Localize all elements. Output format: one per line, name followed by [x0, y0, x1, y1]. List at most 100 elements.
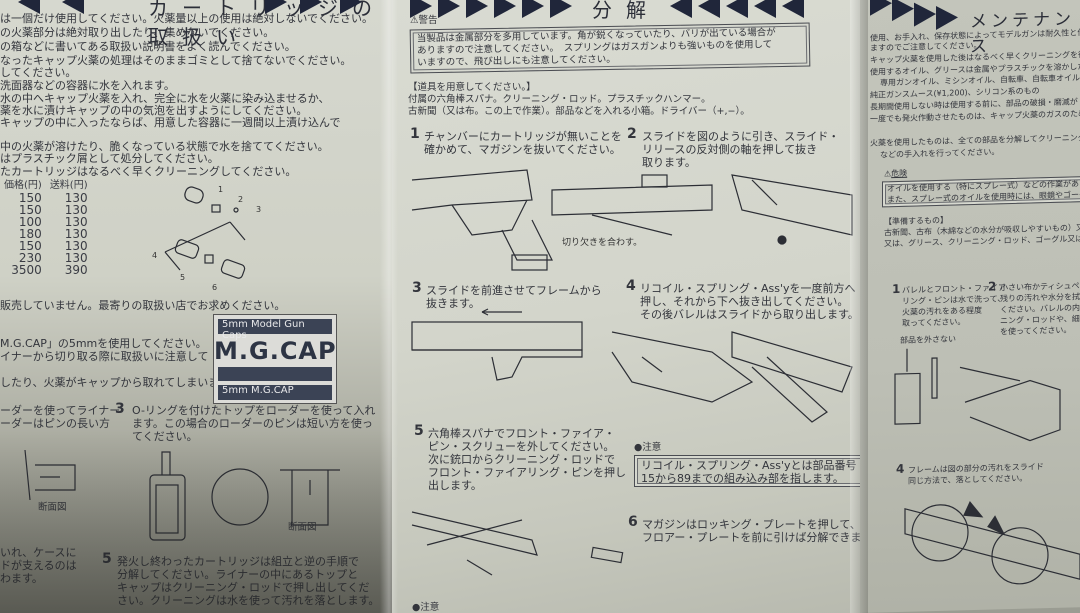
header-triangle-icon — [670, 0, 692, 18]
step-number: 3 — [115, 401, 125, 417]
cross-section-label: 断面図 — [38, 502, 67, 513]
header-triangle-icon — [300, 0, 322, 14]
tools-line: 付属の六角棒スパナ。クリーニング・ロッド。プラスチックハンマー。 — [408, 94, 711, 105]
maint-step2-line: ニング・ロッドや、細い — [1000, 314, 1080, 326]
cap-note: イナーから切り取る際に取扱いに注意して — [0, 350, 209, 363]
step1-line: 確かめて、マガジンを抜いてください。 — [424, 143, 621, 156]
header-triangle-icon — [438, 0, 460, 18]
price-cell: 180 — [18, 227, 42, 241]
maint-step2-line: 残りの汚れや水分を拭 — [1000, 292, 1080, 304]
step2-line: ーダーを使ってライナー — [0, 404, 121, 417]
shipping-cell: 130 — [64, 215, 88, 229]
step3-line: 抜きます。 — [426, 297, 480, 310]
step5-line: キャップはクリーニング・ロッドで押し出してくだ — [117, 581, 370, 594]
rule-line: 洗面器などの容器に水を入れます。 — [0, 79, 175, 92]
cartridge-parts-diagram: 1 2 3 4 5 6 — [152, 185, 261, 292]
step5-line: さい。クリーニングは水を使って汚れを落とします。 — [117, 594, 380, 607]
cap-note: したり、火薬がキャップから取れてしまいます。 — [0, 376, 241, 389]
rule-line: 中の火薬が溶けたり、脆くなっている状態で水を捨ててください。 — [0, 140, 329, 153]
price-cell: 150 — [18, 239, 42, 253]
step-number: 1 — [892, 281, 901, 297]
step5-line: 分解してください。ライナーの中にあるトップと — [117, 568, 359, 581]
tools-line: 古新聞（又は布。この上で作業）。部品などを入れる小箱。ドライバー（+,−）。 — [408, 106, 750, 117]
header-triangle-icon — [936, 5, 958, 31]
step-number: 4 — [626, 278, 636, 294]
step6-line: フロアー・プレートを前に引けば分解できます。 — [642, 531, 862, 544]
header-triangle-icon — [754, 0, 776, 18]
manual-page-maintenance: メンテナンス 使用、お手入れ、保存状態によってモデルガンは耐久性と作動性が ます… — [860, 0, 1080, 613]
package-bottom-band: 5mm M.G.CAP — [218, 385, 332, 400]
header-triangle-icon — [782, 0, 804, 18]
shipping-cell: 130 — [64, 227, 88, 241]
shipping-cell: 390 — [64, 263, 88, 277]
maint-step2-line: を使ってください。 — [1000, 325, 1072, 337]
step4-line: ドが支えるのは — [0, 559, 77, 572]
step1-line: チャンバーにカートリッジが無いことを — [424, 130, 622, 143]
header-triangle-icon — [870, 0, 892, 16]
package-top-band: 5mm Model Gun Caps — [218, 319, 332, 341]
header-triangle-icon — [892, 0, 914, 22]
svg-text:6: 6 — [212, 283, 217, 292]
header-triangle-icon — [265, 0, 287, 14]
table-row: 230 130 — [4, 252, 96, 264]
tools-heading: 【道具を用意してください。】 — [408, 82, 536, 93]
price-cell: 230 — [18, 251, 42, 265]
package-logo: M.G.CAP — [214, 337, 337, 365]
cross-section-label: 断面図 — [288, 522, 317, 533]
step-number: 5 — [102, 551, 112, 567]
svg-text:4: 4 — [152, 251, 157, 260]
price-cell: 150 — [18, 191, 42, 205]
svg-text:3: 3 — [256, 205, 261, 214]
warning-text: いますので、飛び出しにも注意してください。 — [417, 53, 616, 69]
maint-step2-line: ください。バレルの内 — [1000, 303, 1080, 315]
step4-line: その後バレルはスライドから取り出します。 — [640, 308, 859, 321]
rule-line: 水の中へキャップ火薬を入れ、完全に水を火薬に染み込ませるか、 — [0, 92, 330, 105]
rule-line: してください。 — [0, 66, 77, 79]
caution-box: リコイル・スプリング・Ass'yとは部品番号 15から89までの組み込み部を指し… — [634, 455, 862, 487]
header-triangle-icon — [550, 0, 572, 18]
price-table-header: 価格(円) 送料(円) — [4, 180, 96, 192]
step-number: 5 — [414, 423, 424, 439]
shipping-cell: 130 — [64, 203, 88, 217]
svg-text:1: 1 — [218, 185, 223, 194]
rule-line: はプラスチック屑として処分してください。 — [0, 152, 219, 165]
danger-box: オイルを使用する（特にスプレー式）などの作業がありま また、スプレー式のオイルを… — [882, 175, 1080, 208]
price-cell: 3500 — [11, 263, 42, 277]
step3-line: ます。この場合のローダーのピンは短い方を使っ — [132, 417, 373, 430]
rule-line: キャップの中に入ったならば、用意した容器に一週間以上漬け込んで — [0, 116, 341, 129]
warning-label-text: 警告 — [418, 15, 438, 26]
section-title: 分解 — [592, 0, 660, 22]
mgcap-package-image: 5mm Model Gun Caps M.G.CAP 5mm M.G.CAP — [213, 314, 337, 404]
maint-step2-line: 小さい布かティシュペーパー — [1000, 280, 1080, 293]
header-triangle-icon — [914, 2, 936, 27]
warning-label: ⚠警告 — [410, 15, 438, 27]
maint-step4-line: 同じ方法で、落としてください。 — [908, 473, 1028, 486]
maint-step1-line: リング・ピンは水で洗って、 — [902, 294, 1006, 306]
step5-line: フロント・ファイアリング・ピンを押し — [428, 466, 626, 479]
step-number: 2 — [627, 126, 637, 142]
caution-text: 15から89までの組み込み部を指します。 — [641, 472, 844, 485]
page-fold — [380, 0, 398, 613]
manual-page-cartridge-handling: カートリッジの取扱い は一個だけ使用してください。火薬量以上の使用は絶対しないで… — [0, 0, 392, 613]
svg-text:5: 5 — [180, 273, 185, 282]
caution-text: リコイル・スプリング・Ass'yとは部品番号 — [641, 459, 857, 472]
table-row: 180 130 — [4, 228, 96, 240]
step5-line: 次に銃口からクリーニング・ロッドで — [428, 453, 615, 466]
shipping-cell: 130 — [64, 251, 88, 265]
pistol-illustration-steps-1-2: 切り欠きを合わす。 — [411, 169, 853, 271]
rule-line: なったキャップ火薬の処理はそのままゴミとして捨てないでください。 — [0, 54, 352, 67]
caution-label: ●注意 — [634, 442, 662, 453]
step5-line: 発火し終わったカートリッジは組立と逆の手順で — [117, 555, 359, 568]
header-triangle-icon — [698, 0, 720, 18]
step4-line: いれ、ケースに — [0, 546, 77, 559]
step5-line: 六角棒スパナでフロント・ファイア・ — [428, 427, 615, 440]
notch-label: 切り欠きを合わす。 — [562, 236, 642, 248]
header-triangle-icon — [494, 0, 516, 18]
price-cell: 150 — [18, 203, 42, 217]
svg-text:2: 2 — [238, 195, 243, 204]
maint-step1-line: 取ってください。 — [902, 317, 966, 328]
price-cell: 100 — [18, 215, 42, 229]
header-triangle-icon — [18, 0, 40, 14]
